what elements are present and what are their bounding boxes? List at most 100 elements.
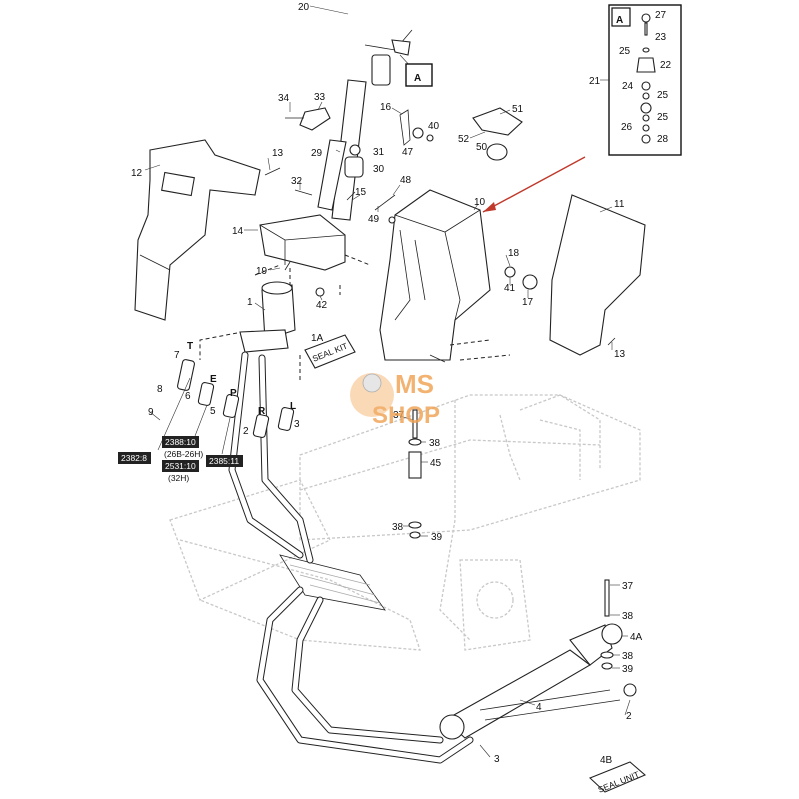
seal-kit-1a: SEAL KIT — [304, 334, 356, 369]
part-37a: 37 — [393, 410, 405, 421]
ref-box-2385-11: 2385:11 — [209, 456, 239, 466]
part-15: 15 — [355, 187, 367, 198]
part-11: 11 — [614, 199, 625, 210]
part-14: 14 — [232, 226, 244, 237]
part-1: 1 — [247, 297, 253, 308]
inset-part-27: 27 — [655, 10, 667, 21]
ref-box-2531-10-sub: (32H) — [168, 473, 189, 483]
port-e: E — [210, 374, 217, 385]
part-30: 30 — [373, 164, 385, 175]
port-letters: T E P R L — [187, 341, 296, 417]
part-4a: 4A — [630, 632, 643, 643]
leader-lines — [144, 5, 631, 758]
part-29: 29 — [311, 148, 323, 159]
part-31: 31 — [373, 147, 385, 158]
reference-boxes: 2382:8 2388:10 (26B-26H) 2531:10 (32H) 2… — [118, 377, 243, 483]
part-39a: 39 — [431, 532, 443, 543]
steering-valve-1 — [239, 281, 296, 353]
watermark-shop: SHOP — [372, 402, 440, 429]
inset-part-24: 24 — [622, 81, 634, 92]
part-48: 48 — [400, 175, 412, 186]
part-number-labels: 20 34 33 16 51 40 52 47 50 31 29 30 13 1… — [131, 2, 643, 766]
ref-box-2388-10: 2388:10 — [165, 437, 196, 447]
part-4b: 4B — [600, 755, 613, 766]
part-6: 6 — [185, 391, 191, 402]
part-7: 7 — [174, 350, 180, 361]
inset-part-28: 28 — [657, 134, 669, 145]
inset-title: A — [616, 15, 623, 26]
left-cover-panel-12 — [134, 139, 261, 321]
bracket-51 — [472, 107, 523, 161]
callout-a: A — [399, 54, 433, 87]
steering-wheel — [336, 4, 430, 86]
part-8: 8 — [157, 384, 163, 395]
inset-part-25a: 25 — [619, 46, 631, 57]
bushing-30 — [344, 144, 364, 178]
steering-pedestal-10 — [379, 189, 491, 361]
part-32: 32 — [291, 176, 303, 187]
part-18: 18 — [508, 248, 520, 259]
part-38b: 38 — [392, 522, 404, 533]
footplate — [279, 554, 386, 611]
part-45: 45 — [430, 458, 442, 469]
part-42: 42 — [316, 300, 328, 311]
part-13b: 13 — [614, 349, 626, 360]
ref-box-2531-10: 2531:10 — [165, 461, 196, 471]
small-hardware — [264, 109, 616, 363]
part-37b: 37 — [622, 581, 634, 592]
inset-part-26: 26 — [621, 122, 633, 133]
port-r: R — [258, 406, 266, 417]
part-3b: 3 — [494, 754, 500, 765]
inset-part-25b: 25 — [657, 90, 669, 101]
part-52: 52 — [458, 134, 470, 145]
part-4: 4 — [536, 702, 542, 713]
part-9: 9 — [148, 407, 154, 418]
chassis-frame-ghost — [169, 394, 641, 651]
part-51: 51 — [512, 104, 524, 115]
bracket-33 — [285, 107, 331, 131]
part-39b: 39 — [622, 664, 634, 675]
part-47: 47 — [402, 147, 414, 158]
part-38a: 38 — [429, 438, 441, 449]
column-housing-14 — [259, 214, 371, 285]
steering-cylinder-4 — [439, 579, 637, 740]
part-3a: 3 — [294, 419, 300, 430]
inset-part-23: 23 — [655, 32, 667, 43]
seal-unit-4b: SEAL UNIT — [588, 761, 647, 795]
part-16: 16 — [380, 102, 392, 113]
ref-box-2382-8: 2382:8 — [121, 453, 147, 463]
inset-ref-21: 21 — [589, 76, 601, 87]
part-38d: 38 — [622, 651, 634, 662]
inset-a: A 27 23 25 22 24 25 25 26 28 21 — [589, 4, 682, 156]
fittings — [177, 359, 295, 438]
part-13a: 13 — [272, 148, 284, 159]
part-2b: 2 — [626, 711, 632, 722]
part-17: 17 — [522, 297, 534, 308]
bolt-stack-center — [408, 409, 422, 539]
port-t: T — [187, 341, 193, 352]
part-10: 10 — [474, 197, 486, 208]
watermark-ms: MS — [395, 369, 434, 399]
part-5: 5 — [210, 406, 216, 417]
part-1a: 1A — [311, 333, 324, 344]
part-49: 49 — [368, 214, 380, 225]
assembly-dashed-lines — [199, 264, 511, 380]
part-12: 12 — [131, 168, 143, 179]
red-pointer-arrow — [482, 156, 586, 213]
part-34: 34 — [278, 93, 290, 104]
part-50: 50 — [476, 142, 488, 153]
port-p: P — [230, 388, 237, 399]
ref-box-2388-10-sub: (26B-26H) — [164, 449, 203, 459]
part-41: 41 — [504, 283, 516, 294]
callout-a-letter: A — [414, 73, 421, 84]
part-2a: 2 — [243, 426, 249, 437]
port-l: L — [290, 401, 296, 412]
right-cover-panel-11 — [549, 194, 646, 356]
inset-part-22: 22 — [660, 60, 672, 71]
inset-part-25c: 25 — [657, 112, 669, 123]
part-20: 20 — [298, 2, 310, 13]
part-40: 40 — [428, 121, 440, 132]
part-38c: 38 — [622, 611, 634, 622]
